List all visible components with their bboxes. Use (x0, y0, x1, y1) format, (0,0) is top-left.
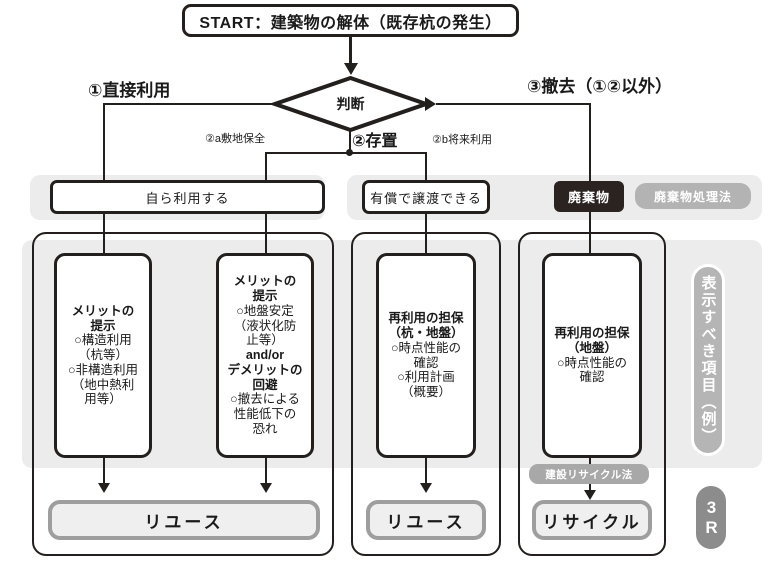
result-reuse-left-label: リユース (144, 512, 224, 532)
card2-heading-4: 回避 (252, 377, 278, 392)
card2-body-1: ○地盤安定 （液状化防 止等） (233, 303, 297, 348)
result-reuse-mid-label: リユース (386, 512, 466, 532)
connector-2b-horizontal (349, 152, 427, 154)
card1-heading-1: メリットの (71, 303, 135, 318)
connector-2a-horizontal (265, 152, 350, 154)
tag-construction-recycling-law: 建設リサイクル法 (529, 464, 649, 484)
column-outline-direct-use (32, 232, 334, 556)
result-recycle: リサイクル (532, 500, 652, 540)
card1-heading-2: 提示 (90, 318, 116, 333)
box-paid-transfer-label: 有償で譲渡できる (370, 190, 482, 206)
result-reuse-mid: リユース (366, 500, 486, 540)
connector-start-to-decision (349, 37, 352, 67)
branch-label-one: ①直接利用 (88, 81, 171, 100)
branch-label-two-a: ②a敷地保全 (205, 133, 265, 145)
card2-heading-2: 提示 (252, 289, 278, 304)
card-reuse-guarantee-pile-ground: 再利用の担保 （杭・地盤） ○時点性能の 確認 ○利用計画 （概要） (376, 253, 476, 458)
arrowhead-right-branch (425, 97, 436, 111)
column-outline-storage (351, 232, 501, 556)
card2-heading-3: デメリットの (227, 362, 303, 377)
card4-body: ○時点性能の 確認 (556, 355, 628, 385)
arrowhead-card2-to-reuse (260, 483, 272, 493)
card4-heading-2: （地盤） (566, 340, 617, 355)
card3-heading-2: （杭・地盤） (388, 326, 464, 340)
legend-display-items-label: 表示すべき項目（例） (699, 275, 717, 445)
branch-label-two-b: ②b将来利用 (432, 134, 492, 146)
result-recycle-label: リサイクル (542, 512, 642, 532)
branch-label-two: ②存置 (352, 133, 398, 150)
card-merit-structural: メリットの 提示 ○構造利用 （杭等） ○非構造利用 （地中熱利 用等） (54, 253, 152, 458)
connector-card1-to-reuse (103, 458, 105, 491)
connector-center-vertical (349, 130, 351, 153)
arrowhead-card3-to-reuse (420, 483, 432, 493)
start-box: START：建築物の解体（既存杭の発生） (182, 4, 519, 37)
badge-3r: 3R (696, 486, 726, 549)
decision-label: 判断 (336, 96, 365, 112)
connector-card2-to-reuse (265, 458, 267, 491)
box-self-use-label: 自ら利用する (145, 190, 230, 206)
start-box-label: START：建築物の解体（既存杭の発生） (199, 14, 502, 32)
card2-heading-1: メリットの (233, 274, 297, 289)
tag-waste-disposal-law: 廃棄物処理法 (635, 183, 751, 209)
badge-3r-label: 3R (702, 497, 721, 538)
card-merit-ground: メリットの 提示 ○地盤安定 （液状化防 止等） and/or デメリットの 回… (216, 253, 314, 458)
column-outline-removal (518, 232, 666, 556)
box-waste: 廃棄物 (554, 181, 624, 212)
card2-conjunction: and/or (245, 348, 285, 363)
arrowhead-to-recycle (584, 490, 596, 500)
tag-construction-recycling-law-label: 建設リサイクル法 (545, 468, 633, 481)
arrowhead-to-decision (344, 63, 358, 75)
box-paid-transfer: 有償で譲渡できる (362, 180, 490, 214)
branch-label-three: ③撤去（①②以外） (527, 77, 673, 96)
card1-body: ○構造利用 （杭等） ○非構造利用 （地中熱利 用等） (67, 333, 139, 407)
card2-body-2: ○撤去による 性能低下の 恐れ (230, 392, 300, 436)
card3-body: ○時点性能の 確認 ○利用計画 （概要） (390, 340, 462, 399)
result-reuse-left: リユース (48, 500, 320, 540)
card4-heading-1: 再利用の担保 (554, 326, 630, 340)
connector-card3-to-reuse (425, 458, 427, 491)
decision-label-wrap: 判断 (272, 76, 429, 132)
connector-right-horizontal (436, 103, 591, 105)
legend-display-items: 表示すべき項目（例） (691, 264, 725, 456)
connector-card4-to-tag (589, 458, 591, 467)
card3-heading-1: 再利用の担保 (388, 311, 464, 326)
connector-left-horizontal (103, 103, 275, 105)
arrowhead-card1-to-reuse (98, 483, 110, 493)
card-reuse-guarantee-ground: 再利用の担保 （地盤） ○時点性能の 確認 (542, 253, 642, 458)
box-waste-label: 廃棄物 (567, 190, 610, 205)
tag-waste-disposal-law-label: 廃棄物処理法 (653, 189, 732, 204)
box-self-use: 自ら利用する (50, 180, 325, 214)
